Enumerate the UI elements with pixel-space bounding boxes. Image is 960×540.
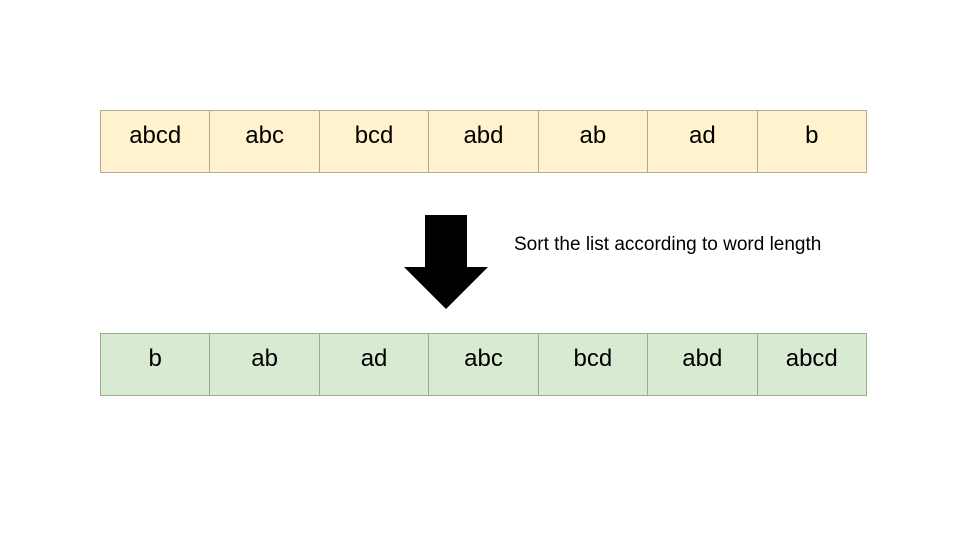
sorted-list-item: ab [209,333,320,396]
input-list-item: ad [647,110,758,173]
sorted-list-item: abd [647,333,758,396]
input-list-item: abcd [100,110,211,173]
sorted-list-item: abcd [756,333,867,396]
sort-caption: Sort the list according to word length [514,234,822,255]
sorted-list-item: abc [428,333,539,396]
down-arrow-shape [404,215,488,309]
input-list-item: abd [428,110,539,173]
sorted-list: b ab ad abc bcd abd abcd [100,333,867,396]
sorted-list-item: b [100,333,211,396]
sorted-list-item: ad [318,333,430,396]
input-list-item: bcd [318,110,430,173]
input-list-item: ab [537,110,649,173]
sorted-list-item: bcd [537,333,649,396]
input-list: abcd abc bcd abd ab ad b [100,110,867,173]
input-list-item: b [756,110,867,173]
down-arrow-icon [404,215,488,309]
input-list-item: abc [209,110,320,173]
